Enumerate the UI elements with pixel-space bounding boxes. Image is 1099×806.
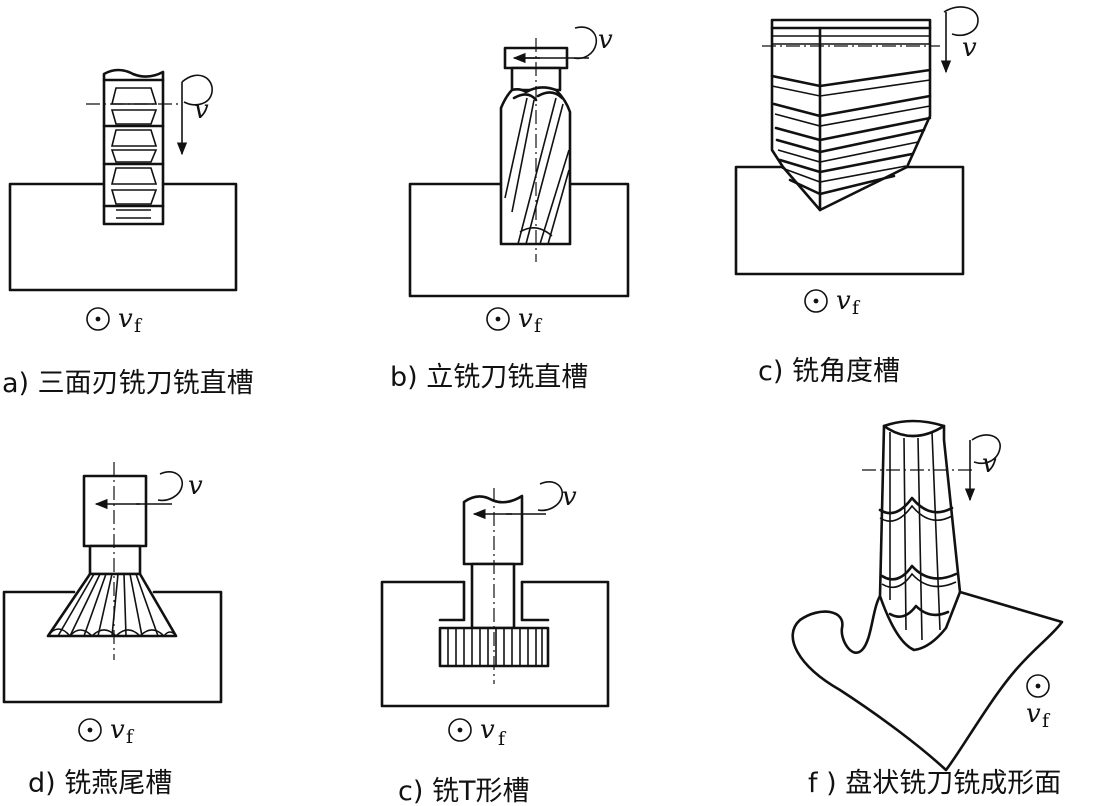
panel-b: v v f b) 立铣刀铣直槽 [390, 25, 630, 393]
cutter-c [770, 18, 932, 212]
cutter-f [878, 419, 962, 652]
svg-text:f: f [126, 726, 135, 748]
rotation-arrow-e [537, 481, 564, 512]
caption-f: f ) 盘状铣刀铣成形面 [808, 768, 1061, 799]
panel-f: v v f f ) 盘状铣刀铣成形面 [791, 419, 1064, 799]
v-label-c: v [962, 33, 977, 63]
svg-text:v: v [1026, 699, 1041, 729]
cutter-d [46, 474, 178, 638]
rotation-arrow-a [181, 74, 213, 106]
workpiece-f [791, 590, 1064, 772]
caption-b: b) 立铣刀铣直槽 [390, 362, 588, 393]
svg-text:f: f [134, 315, 143, 337]
feed-symbol-e: v f [448, 715, 507, 750]
v-label-b: v [598, 25, 613, 55]
svg-text:v: v [836, 286, 851, 316]
workpiece-b [408, 182, 630, 298]
svg-text:v: v [518, 304, 533, 334]
rotation-arrow-f [971, 434, 1001, 464]
feed-symbol-c: v f [804, 286, 861, 319]
feed-symbol-d: v f [78, 715, 135, 748]
v-label-a: v [194, 95, 209, 125]
caption-c: c) 铣角度槽 [758, 356, 900, 387]
svg-text:f: f [852, 297, 861, 319]
caption-d: d) 铣燕尾槽 [28, 768, 172, 799]
panel-d: v v f d) 铣燕尾槽 [2, 462, 223, 799]
svg-text:v: v [118, 304, 133, 334]
workpiece-d [2, 590, 223, 704]
panel-c: v v f c) 铣角度槽 [734, 6, 979, 387]
rotation-arrow-d [157, 471, 184, 502]
workpiece-a [8, 182, 238, 292]
svg-text:f: f [1042, 710, 1051, 732]
panel-e: v v f c) 铣T形槽 [380, 481, 610, 806]
v-label-f: v [982, 449, 997, 479]
rotation-arrow-b [573, 26, 598, 60]
workpiece-e [380, 580, 610, 708]
svg-text:f: f [498, 728, 507, 750]
svg-text:v: v [110, 715, 125, 745]
workpiece-c [734, 165, 965, 276]
v-label-d: v [188, 471, 203, 501]
panel-a: v v f a) 三面刃铣刀铣直槽 [2, 68, 254, 399]
feed-symbol-f: v f [1026, 674, 1051, 732]
feed-symbol-a: v f [86, 304, 143, 337]
v-label-e: v [562, 482, 577, 512]
svg-text:f: f [534, 315, 543, 337]
caption-a: a) 三面刃铣刀铣直槽 [2, 368, 254, 399]
rotation-arrow-c [943, 6, 979, 36]
feed-symbol-b: v f [486, 304, 543, 337]
caption-e: c) 铣T形槽 [398, 776, 529, 806]
cutter-a [102, 68, 165, 226]
svg-text:v: v [480, 715, 495, 745]
